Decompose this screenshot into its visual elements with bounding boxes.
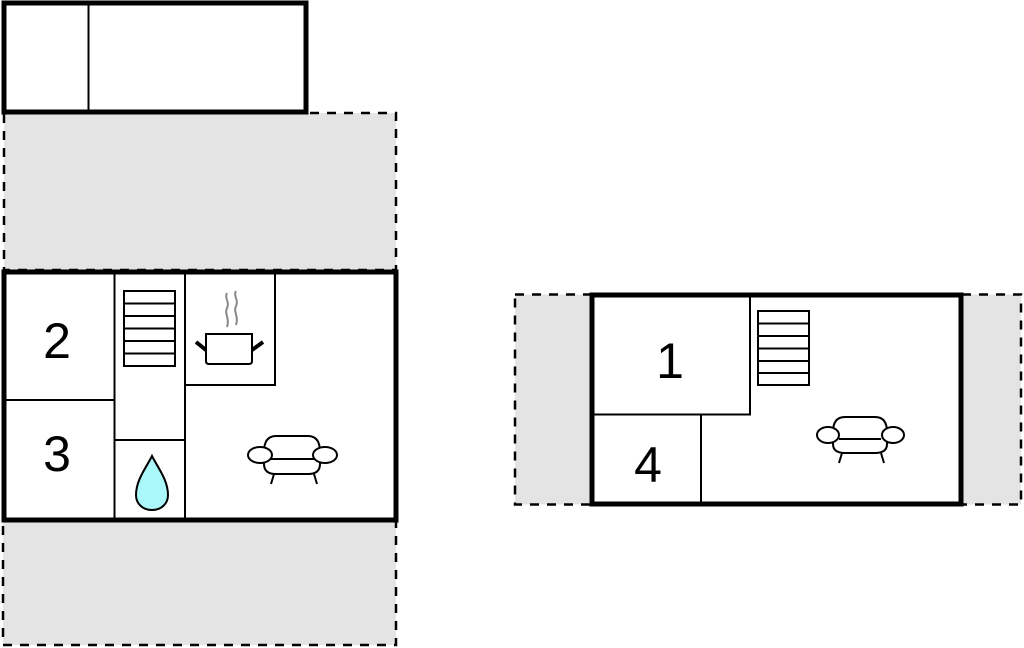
room-3-label: 3 xyxy=(43,426,71,482)
room-4-label: 4 xyxy=(634,437,662,493)
sofa-icon xyxy=(247,435,338,485)
stairs-icon xyxy=(757,310,810,386)
room-1[interactable]: 1 xyxy=(592,295,751,416)
room-2[interactable]: 2 xyxy=(43,313,71,369)
living-room-upper[interactable] xyxy=(816,416,905,464)
upper-floor-plan: 1 4 xyxy=(513,292,1023,507)
ground-floor-plan: 2 3 xyxy=(1,0,399,647)
outdoor-area-north xyxy=(2,111,398,272)
bathroom[interactable] xyxy=(134,453,170,512)
room-2-label: 2 xyxy=(43,313,71,369)
cooking-pot-icon xyxy=(194,290,265,365)
room-3[interactable]: 3 xyxy=(43,426,71,482)
main-house-outline xyxy=(1,269,399,523)
sofa-icon xyxy=(816,416,905,464)
stairs-icon xyxy=(123,290,176,367)
water-drop-icon xyxy=(134,453,170,512)
outdoor-area-south xyxy=(1,519,398,647)
room-4[interactable]: 4 xyxy=(634,414,702,505)
kitchen[interactable] xyxy=(185,272,276,386)
room-1-label: 1 xyxy=(656,333,684,389)
outdoor-area-west xyxy=(513,293,594,506)
annex-building xyxy=(1,0,309,115)
outdoor-area-east xyxy=(960,293,1023,506)
living-room[interactable] xyxy=(247,435,338,485)
